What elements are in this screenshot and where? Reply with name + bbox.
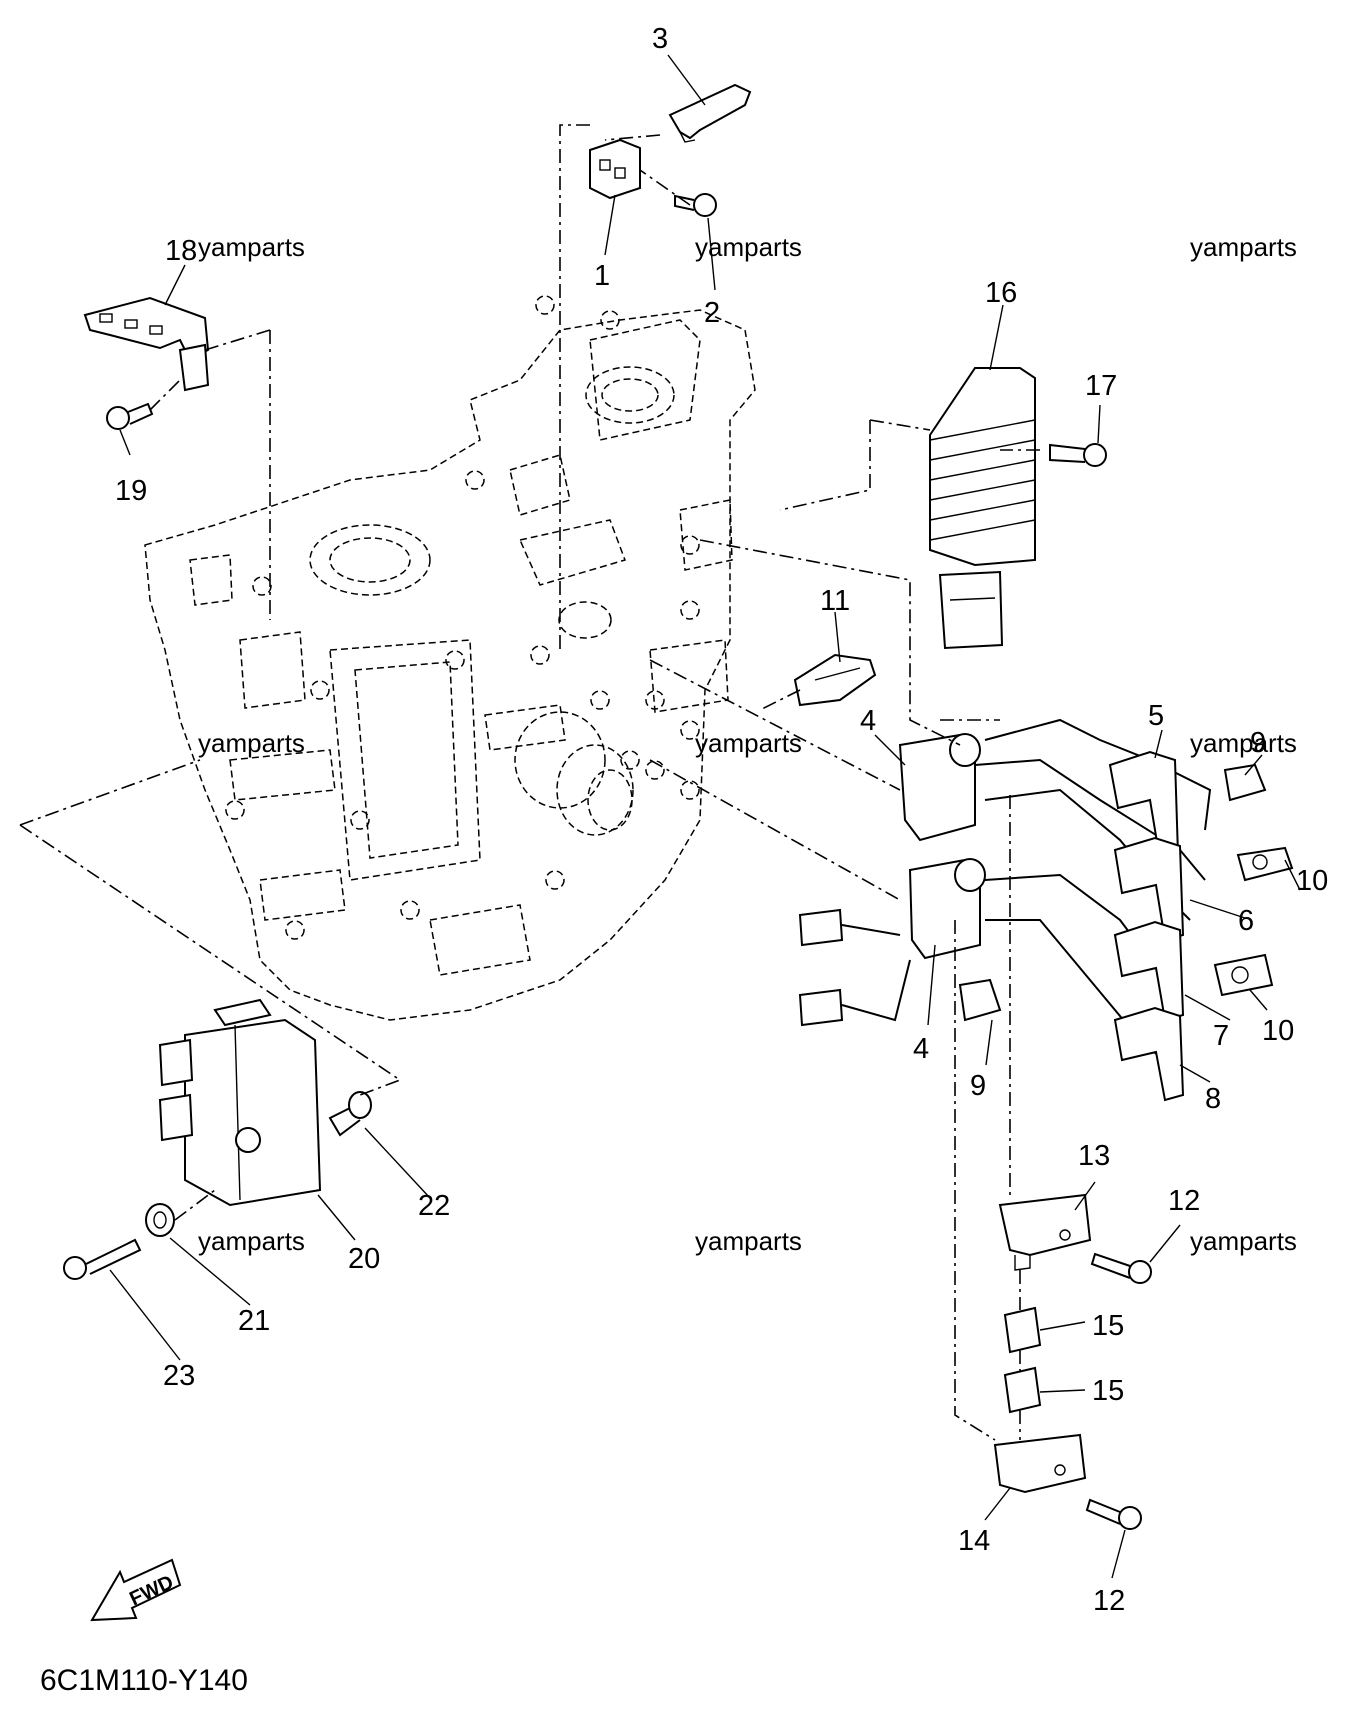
callout-10-upper: 10 xyxy=(1296,865,1328,897)
part-18-bracket xyxy=(83,296,210,392)
part-11-clamp xyxy=(793,653,877,707)
callout-21: 21 xyxy=(238,1305,270,1337)
watermark-text: yamparts xyxy=(695,1226,802,1256)
callout-18: 18 xyxy=(165,235,197,267)
part-17-bolt xyxy=(1049,443,1107,467)
callout-3: 3 xyxy=(652,23,668,55)
part-15-clip-lower xyxy=(1003,1366,1042,1414)
part-12-bolt-lower xyxy=(1085,1498,1142,1530)
leader-lines xyxy=(109,54,1301,1579)
callout-9-upper: 9 xyxy=(1250,727,1266,759)
watermark-text: yamparts xyxy=(198,728,305,758)
part-10-clip-upper xyxy=(1236,846,1294,882)
watermark-text: yamparts xyxy=(1190,1226,1297,1256)
part-22-collar xyxy=(328,1091,372,1137)
callout-4-upper: 4 xyxy=(860,705,876,737)
part-16-rectifier xyxy=(929,367,1036,650)
watermark-text: yamparts xyxy=(198,232,305,262)
part-9-clip-upper xyxy=(1223,763,1267,802)
part-23-bolt xyxy=(63,1238,142,1280)
watermark-text: yamparts xyxy=(1190,728,1297,758)
connector-lower xyxy=(798,959,911,1027)
callout-15-upper: 15 xyxy=(1092,1310,1124,1342)
watermark-text: yamparts xyxy=(1190,232,1297,262)
watermark-text: yamparts xyxy=(695,232,802,262)
callout-8: 8 xyxy=(1205,1083,1221,1115)
watermarks: yamparts yamparts yamparts yamparts yamp… xyxy=(198,232,1297,1256)
part-10-clip-lower xyxy=(1213,953,1274,997)
callout-1: 1 xyxy=(594,260,610,292)
callout-19: 19 xyxy=(115,475,147,507)
part-15-clip-upper xyxy=(1003,1306,1042,1354)
engine-block-outline xyxy=(144,295,756,1021)
part-8-plug-cap xyxy=(1113,1006,1185,1102)
callout-11: 11 xyxy=(820,585,850,617)
diagram-code: 6C1M110-Y140 xyxy=(40,1664,248,1697)
connector-upper xyxy=(798,908,901,947)
callout-14: 14 xyxy=(958,1525,990,1557)
part-2-bolt xyxy=(674,193,717,217)
callout-10-lower: 10 xyxy=(1262,1015,1294,1047)
callout-7: 7 xyxy=(1213,1020,1229,1052)
callout-16: 16 xyxy=(985,277,1017,309)
part-20-ecu xyxy=(158,998,322,1207)
callout-6: 6 xyxy=(1238,905,1254,937)
part-7-plug-cap xyxy=(1113,920,1185,1022)
part-9-clip-lower xyxy=(958,978,1002,1022)
callout-9-lower: 9 xyxy=(970,1070,986,1102)
callout-4-lower: 4 xyxy=(913,1033,929,1065)
assembly-lines xyxy=(19,124,1040,1441)
part-4-ignition-coil-upper xyxy=(898,733,981,842)
callout-13: 13 xyxy=(1078,1140,1110,1172)
callout-23: 23 xyxy=(163,1360,195,1392)
watermark-text: yamparts xyxy=(695,728,802,758)
part-19-bolt xyxy=(106,402,154,430)
callouts: 3 1 2 18 19 16 17 11 4 4 5 9 10 6 10 7 8… xyxy=(115,23,1328,1617)
callout-17: 17 xyxy=(1085,370,1117,402)
part-12-bolt-upper xyxy=(1090,1252,1152,1284)
watermark-text: yamparts xyxy=(198,1226,305,1256)
part-4-ignition-coil-lower xyxy=(908,858,986,960)
callout-5: 5 xyxy=(1148,700,1164,732)
part-1-bracket xyxy=(589,138,641,200)
part-21-grommet xyxy=(145,1203,175,1237)
callout-15-lower: 15 xyxy=(1092,1375,1124,1407)
part-13-bracket xyxy=(998,1193,1092,1271)
callout-22: 22 xyxy=(418,1190,450,1222)
callout-20: 20 xyxy=(348,1243,380,1275)
callout-2: 2 xyxy=(704,297,720,329)
callout-12-lower: 12 xyxy=(1093,1585,1125,1617)
part-3-bracket-cover xyxy=(668,83,752,143)
fwd-arrow: FWD xyxy=(90,1558,182,1622)
callout-12-upper: 12 xyxy=(1168,1185,1200,1217)
part-14-bracket xyxy=(993,1433,1087,1494)
